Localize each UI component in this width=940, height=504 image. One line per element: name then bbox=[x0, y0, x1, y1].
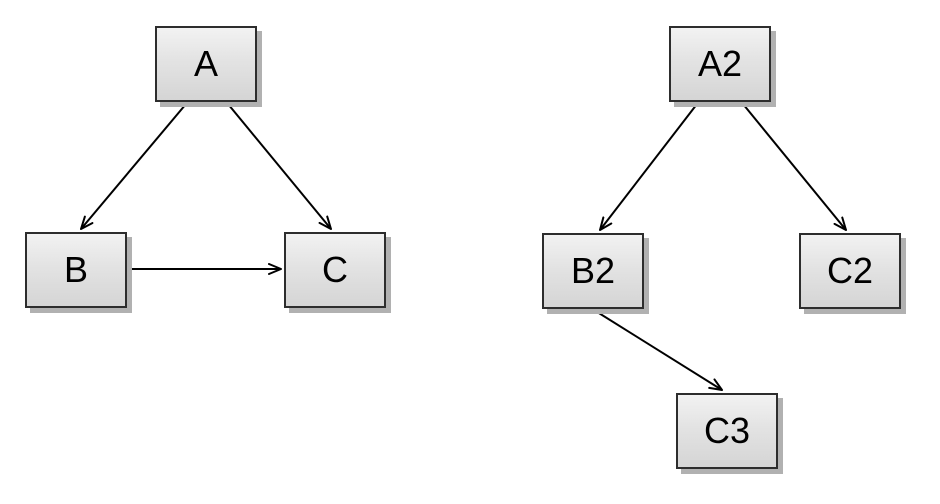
node-c2[interactable]: C2 bbox=[799, 233, 901, 309]
edge-a-c[interactable] bbox=[227, 103, 332, 230]
node-a2[interactable]: A2 bbox=[669, 26, 771, 102]
edge-b2-c3[interactable] bbox=[593, 309, 723, 391]
node-c2-label: C2 bbox=[826, 250, 874, 291]
edge-a2-c2[interactable] bbox=[742, 103, 847, 231]
node-a-label: A bbox=[193, 43, 218, 84]
node-b[interactable]: B bbox=[25, 232, 127, 308]
edge-a2-b2[interactable] bbox=[599, 103, 698, 231]
node-a2-label: A2 bbox=[697, 43, 743, 84]
edge-a-b[interactable] bbox=[80, 103, 187, 230]
node-b2[interactable]: B2 bbox=[542, 233, 644, 309]
node-b-label: B bbox=[63, 249, 88, 290]
node-a[interactable]: A bbox=[155, 26, 257, 102]
node-b2-label: B2 bbox=[570, 250, 616, 291]
node-c-label: C bbox=[322, 249, 348, 290]
node-c[interactable]: C bbox=[284, 232, 386, 308]
node-c3-label: C3 bbox=[703, 410, 751, 451]
node-c3[interactable]: C3 bbox=[676, 393, 778, 469]
